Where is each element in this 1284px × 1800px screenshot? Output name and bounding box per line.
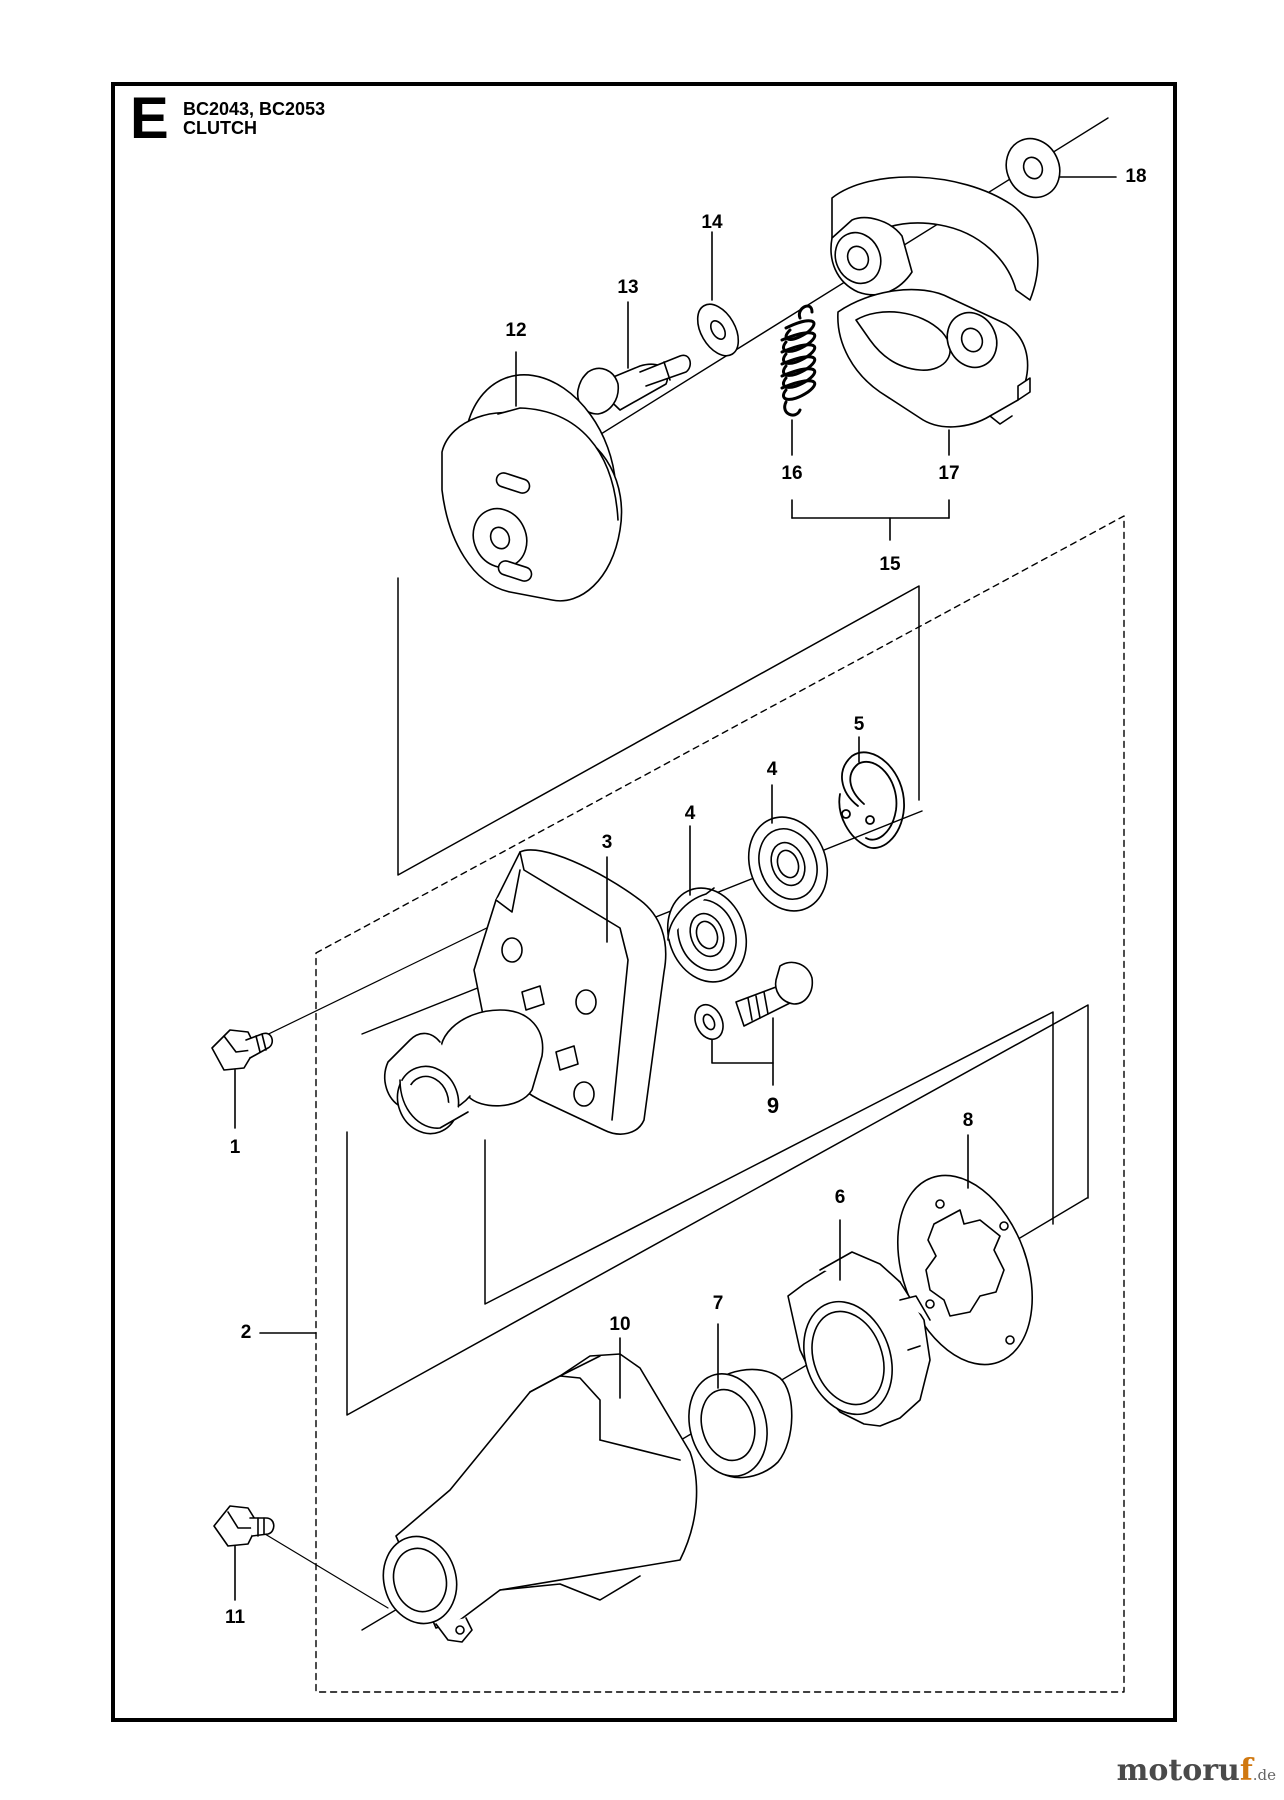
bracket-inner (484, 1011, 1054, 1305)
callout-3: 3 (601, 832, 613, 853)
diagram-frame (111, 82, 1177, 1722)
callout-18: 18 (1125, 166, 1147, 187)
callout-2: 2 (240, 1322, 252, 1343)
bracket-3-8 (346, 1004, 1089, 1416)
callout-12: 12 (505, 320, 527, 341)
callout-7: 7 (712, 1293, 724, 1314)
watermark-suffix: .de (1252, 1766, 1276, 1784)
part-11-screw (213, 1505, 275, 1547)
callout-17: 17 (938, 463, 960, 484)
callout-10: 10 (609, 1314, 631, 1335)
part-4-bearing-a (666, 887, 748, 983)
bracket-12 (397, 577, 920, 876)
callout-9: 9 (766, 1093, 780, 1118)
callout-4b: 4 (766, 759, 778, 780)
callout-16: 16 (781, 463, 803, 484)
watermark-logo: motoruf.de (1117, 1753, 1276, 1788)
section-letter: E (130, 86, 169, 151)
assembly-outline-2 (315, 515, 1125, 1693)
part-1-screw (211, 1029, 274, 1071)
part-13-bolt (576, 354, 692, 415)
part-4-bearing-b (747, 816, 829, 912)
part-8-plate (896, 1174, 1034, 1366)
callout-11: 11 (224, 1607, 246, 1628)
screw-axis-11 (259, 1530, 389, 1609)
part-6-bushing (787, 1251, 931, 1427)
callout-14: 14 (701, 212, 723, 233)
watermark-accent: f (1239, 1753, 1253, 1788)
part-17-clutch-shoes (830, 176, 1039, 428)
part-10-tube-housing (382, 1353, 698, 1643)
callout-4a: 4 (684, 803, 696, 824)
callout-8: 8 (962, 1110, 974, 1131)
part-5-circlip (838, 751, 905, 849)
part-12-clutch-drum (441, 374, 623, 602)
part-9-bolt-washer (694, 961, 814, 1041)
watermark-main: motoru (1116, 1753, 1240, 1788)
callout-6: 6 (834, 1187, 846, 1208)
part-3-housing (384, 849, 667, 1135)
callout-15: 15 (879, 554, 901, 575)
section-title: CLUTCH (183, 118, 257, 138)
part-7-sleeve (688, 1368, 793, 1479)
part-18-washer (1005, 137, 1061, 199)
model-numbers: BC2043, BC2053 (183, 99, 326, 119)
part-16-spring (780, 304, 817, 417)
callout-1: 1 (229, 1137, 241, 1158)
part-14-washer (696, 303, 740, 357)
callout-5: 5 (853, 714, 865, 735)
callout-13: 13 (617, 277, 639, 298)
